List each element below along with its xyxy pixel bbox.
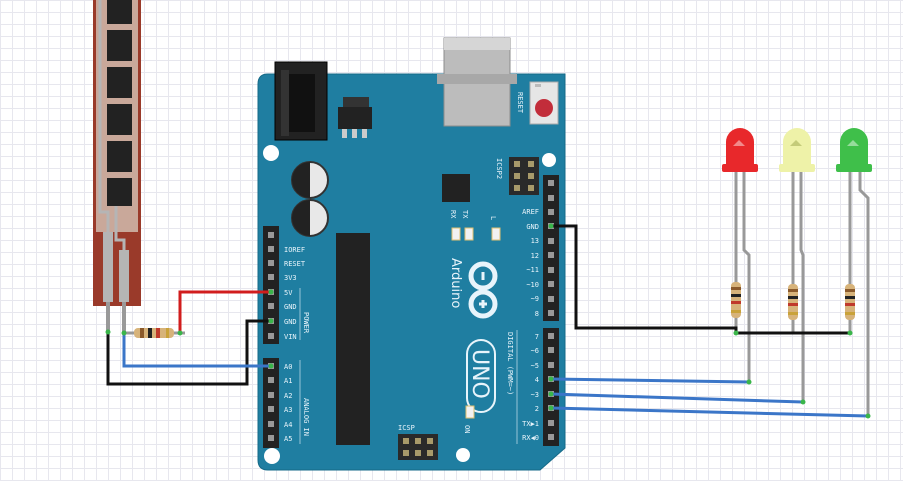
pin-label-11: ~11 [526, 266, 539, 274]
power-group-label: POWER [302, 312, 310, 334]
power-led [465, 405, 475, 419]
arduino-logo [468, 261, 498, 319]
pin-label-aref: AREF [522, 208, 539, 216]
icsp-label: ICSP [398, 424, 415, 432]
wire-pin-2 [550, 406, 869, 418]
pin-label-4: 4 [535, 376, 539, 384]
analog-header [263, 358, 279, 448]
digital-header-top [543, 175, 559, 321]
digital-top-labels: AREF GND 13 12 ~11 ~10 ~9 8 [522, 208, 539, 318]
pin-label-a1: A1 [284, 377, 292, 385]
rx-led [451, 227, 461, 241]
pin-label-5v: 5V [284, 289, 293, 297]
mounting-hole [263, 145, 279, 161]
power-header [263, 226, 279, 344]
reset-label: RESET [516, 92, 524, 114]
green-led [836, 128, 872, 416]
tx-led-label: TX [461, 210, 469, 219]
pin-label-7: 7 [535, 333, 539, 341]
on-label: ON [463, 425, 471, 433]
pin-label-13: 13 [531, 237, 539, 245]
pin-label-0: RX◀0 [522, 434, 539, 442]
mounting-hole [264, 448, 280, 464]
wire-a0 [122, 333, 271, 368]
capacitor [291, 161, 329, 199]
pin-label-3: ~3 [531, 391, 539, 399]
pin-label-ioref: IOREF [284, 246, 305, 254]
l-led-label: L [489, 216, 497, 220]
icsp-header [398, 434, 438, 460]
arduino-board: RESET ICSP2 RX TX L [257, 37, 566, 471]
led-resistor-green [845, 275, 855, 333]
flex-sensor [93, 0, 141, 332]
wire-gnd-sensor [106, 319, 271, 386]
pin-label-8: 8 [535, 310, 539, 318]
yellow-led [779, 128, 815, 402]
voltage-regulator [338, 97, 372, 138]
pin-label-vin: VIN [284, 333, 297, 341]
red-led [722, 128, 758, 382]
pin-label-a2: A2 [284, 392, 292, 400]
capacitor [291, 199, 329, 237]
usb-connector [437, 37, 517, 127]
pin-label-a5: A5 [284, 435, 292, 443]
digital-header-bottom [543, 328, 559, 446]
led-resistor-yellow [788, 275, 798, 333]
usb-chip [442, 174, 470, 202]
pin-label-9: ~9 [531, 295, 539, 303]
l-led [491, 227, 501, 241]
pin-label-5: ~5 [531, 362, 539, 370]
icsp2-label: ICSP2 [495, 158, 503, 179]
pin-label-2: 2 [535, 405, 539, 413]
pin-label-3v3: 3V3 [284, 274, 297, 282]
model-label: UNO [467, 349, 492, 399]
pin-label-a0: A0 [284, 363, 292, 371]
model-badge: UNO [466, 339, 496, 413]
tx-led [464, 227, 474, 241]
wire-gnd-leds [551, 224, 850, 335]
pin-label-gnd-1: GND [284, 303, 297, 311]
icsp2-header [509, 157, 539, 195]
wire-pin-4 [550, 377, 750, 384]
pin-label-gnd-2: GND [284, 318, 297, 326]
pin-label-a4: A4 [284, 421, 292, 429]
flex-sensor-segments [107, 0, 132, 206]
digital-group-label: DIGITAL (PWM=~) [506, 332, 514, 395]
pin-label-reset: RESET [284, 260, 306, 268]
wire-pin-3 [550, 392, 804, 404]
analog-header-labels: A0 A1 A2 A3 A4 A5 [284, 363, 292, 443]
pin-label-a3: A3 [284, 406, 292, 414]
wire-5v [178, 290, 271, 333]
pin-label-6: ~6 [531, 347, 539, 355]
pin-label-gnd-digital: GND [526, 223, 539, 231]
mounting-hole [542, 153, 556, 167]
pin-label-12: 12 [531, 252, 539, 260]
resistor [124, 328, 185, 338]
microcontroller [336, 233, 370, 445]
power-header-labels: IOREF RESET 3V3 5V GND GND VIN [284, 246, 306, 341]
wire-endpoints [105, 223, 871, 419]
analog-group-label: ANALOG IN [302, 398, 310, 436]
brand-label: Arduino [448, 258, 463, 308]
pin-label-1: TX▶1 [522, 420, 539, 428]
mounting-hole [456, 448, 470, 462]
rx-led-label: RX [449, 210, 457, 219]
pin-label-10: ~10 [526, 281, 539, 289]
power-jack [274, 61, 328, 141]
digital-bottom-labels: 7 ~6 ~5 4 ~3 2 TX▶1 RX◀0 [522, 333, 539, 442]
led-resistor-red [731, 275, 741, 333]
reset-button[interactable] [529, 81, 559, 125]
